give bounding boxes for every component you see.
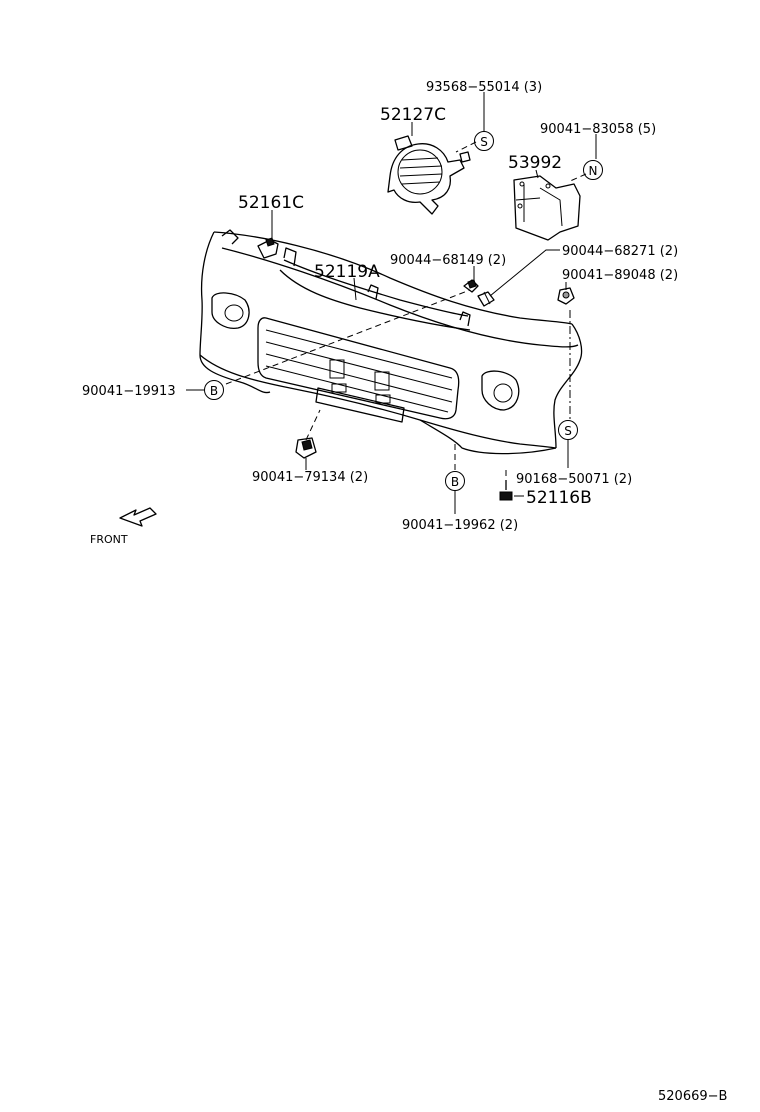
label-90041-83058: 90041−83058 (5) [540, 122, 656, 137]
label-90041-19962: 90041−19962 (2) [402, 518, 518, 533]
label-90041-89048: 90041−89048 (2) [562, 268, 678, 283]
leader-lines [186, 92, 597, 514]
marker-s-lower: S [558, 420, 578, 440]
drawing-number: 520669−B [658, 1089, 727, 1104]
label-52119a: 52119A [314, 262, 380, 282]
clip-90044-68149 [463, 279, 479, 293]
marker-s-text: S [480, 135, 488, 149]
label-90041-19913: 90041−19913 [82, 384, 176, 399]
marker-b-lower: B [445, 471, 465, 491]
clip-90041-79134 [295, 437, 317, 459]
label-52127c: 52127C [380, 105, 446, 125]
screw-52116b [499, 480, 513, 501]
label-93568-55014: 93568−55014 (3) [426, 80, 542, 95]
marker-s-upper: S [474, 131, 494, 151]
label-90041-79134: 90041−79134 (2) [252, 470, 368, 485]
clip-90044-68271 [477, 291, 495, 307]
bumper-cover [199, 229, 583, 455]
front-arrow-icon [119, 507, 157, 527]
label-90168-50071: 90168−50071 (2) [516, 472, 632, 487]
label-90044-68271: 90044−68271 (2) [562, 244, 678, 259]
nut-90041-89048 [557, 287, 575, 305]
marker-b-left: B [204, 380, 224, 400]
marker-b-text: B [451, 475, 459, 489]
bracket-53992 [513, 175, 581, 241]
label-52161c: 52161C [238, 193, 304, 213]
grille-insert [387, 135, 471, 215]
label-53992: 53992 [508, 153, 562, 173]
label-90044-68149: 90044−68149 (2) [390, 253, 506, 268]
marker-b-text: B [210, 384, 218, 398]
front-label: FRONT [90, 533, 128, 546]
marker-s-text: S [564, 424, 572, 438]
marker-n-text: N [589, 164, 598, 178]
marker-n: N [583, 160, 603, 180]
label-52116b: 52116B [526, 488, 592, 508]
